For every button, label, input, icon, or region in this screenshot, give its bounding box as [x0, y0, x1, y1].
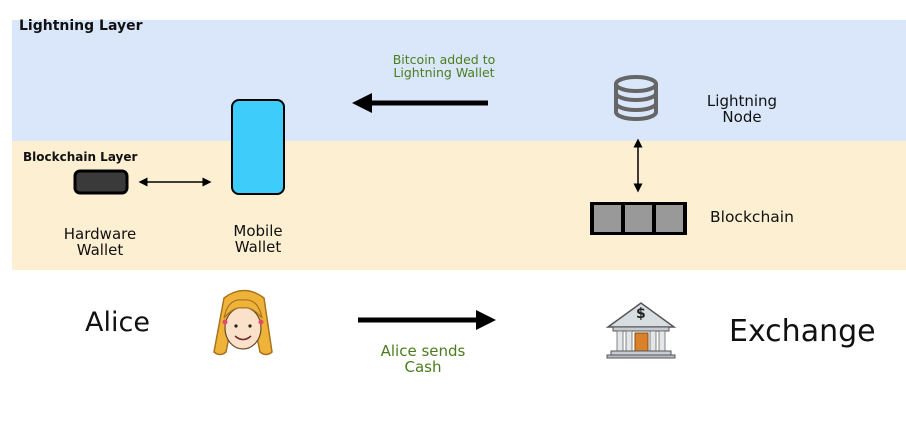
bank-dollar-sign: $ — [636, 306, 646, 322]
blockchain-icon — [590, 202, 687, 235]
girl-face-icon — [213, 289, 273, 356]
blockchain-layer-band — [12, 141, 906, 270]
alice-sends-line1: Alice sends — [380, 342, 466, 360]
hardware-wallet-line1: Hardware — [63, 225, 137, 243]
lightning-node-line2: Node — [722, 107, 762, 126]
bitcoin-added-line2: Lightning Wallet — [393, 65, 495, 81]
mobile-wallet-line2: Wallet — [234, 237, 282, 256]
exchange-label: Exchange — [729, 314, 876, 349]
hardware-wallet-line2: Wallet — [76, 240, 124, 259]
alice-label: Alice — [85, 307, 150, 338]
blockchain-layer-title: Blockchain Layer — [23, 150, 138, 164]
alice-sends-line2: Cash — [404, 357, 442, 376]
bitcoin-added-annotation: Bitcoin added to Lightning Wallet — [385, 53, 503, 79]
lightning-layer-title: Lightning Layer — [19, 18, 143, 34]
bitcoin-added-line1: Bitcoin added to — [392, 52, 496, 67]
alice-sends-arrow — [358, 310, 496, 330]
lightning-node-label: Lightning Node — [700, 92, 784, 126]
alice-sends-annotation: Alice sends Cash — [370, 342, 476, 376]
database-icon — [614, 75, 658, 121]
bank-icon — [605, 302, 677, 359]
mobile-wallet-label: Mobile Wallet — [222, 222, 294, 256]
hardware-wallet-label: Hardware Wallet — [59, 225, 141, 259]
mobile-wallet-line1: Mobile — [233, 222, 283, 240]
blockchain-label: Blockchain — [710, 208, 794, 226]
lightning-transfer-arrow — [352, 93, 488, 113]
lightning-layer-band — [12, 20, 906, 141]
hardware-wallet-icon — [73, 169, 129, 195]
lightning-node-line1: Lightning — [706, 92, 778, 110]
mobile-phone-icon — [231, 99, 285, 195]
